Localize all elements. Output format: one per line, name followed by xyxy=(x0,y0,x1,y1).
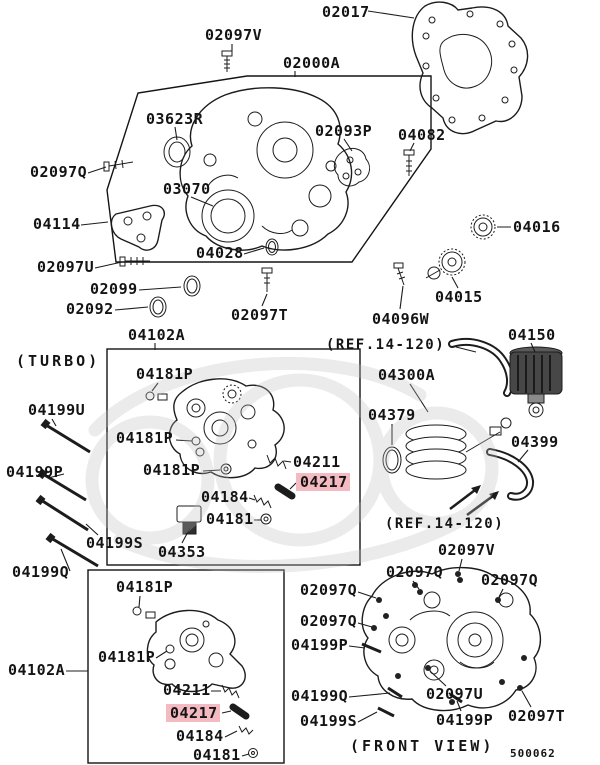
o-ring-02099 xyxy=(183,275,201,297)
o-ring-04028 xyxy=(265,238,279,256)
oil-cooler-assembly xyxy=(382,338,563,517)
part-label[interactable]: 02097V xyxy=(205,26,262,44)
part-label[interactable]: 03623R xyxy=(146,110,204,128)
part-label[interactable]: 04300A xyxy=(378,366,435,384)
gear-04016 xyxy=(470,214,496,240)
part-label[interactable]: 04181P xyxy=(143,461,200,479)
part-label[interactable]: 02097U xyxy=(426,685,483,703)
part-label[interactable]: 04015 xyxy=(435,288,483,306)
part-label[interactable]: 04016 xyxy=(513,218,561,236)
front-case-gasket xyxy=(411,1,529,135)
part-label[interactable]: 04181 xyxy=(206,510,254,528)
part-label[interactable]: 04184 xyxy=(176,727,224,745)
o-ring-02092 xyxy=(149,296,167,318)
watermark xyxy=(85,356,499,573)
bolt-04096w xyxy=(393,262,406,286)
part-label[interactable]: 04379 xyxy=(368,406,416,424)
part-label-highlighted[interactable]: 04217 xyxy=(170,704,218,722)
bolt-02097t xyxy=(261,267,273,292)
front-view-engine xyxy=(361,566,541,718)
sheet-number: 500062 xyxy=(510,747,556,760)
part-label[interactable]: 02097Q xyxy=(300,581,357,599)
part-label[interactable]: 04211 xyxy=(293,453,341,471)
bolt-02097v xyxy=(221,50,233,72)
part-label[interactable]: 04199Q xyxy=(291,687,348,705)
part-label[interactable]: 04399 xyxy=(511,433,559,451)
part-label[interactable]: 02097U xyxy=(37,258,94,276)
part-label[interactable]: 02097Q xyxy=(300,612,357,630)
turbo-caption: (TURBO) xyxy=(16,352,100,370)
front-view-caption: (FRONT VIEW) xyxy=(350,737,494,755)
bolt-04082 xyxy=(403,149,415,176)
part-label[interactable]: 02097V xyxy=(438,541,495,559)
part-label[interactable]: 04150 xyxy=(508,326,556,344)
part-label[interactable]: 02097Q xyxy=(386,563,443,581)
leader-lines xyxy=(47,10,536,757)
bottom-section-box xyxy=(87,569,285,764)
part-label[interactable]: 04082 xyxy=(398,126,446,144)
gear-shaft-04015 xyxy=(425,248,466,280)
part-label[interactable]: 04114 xyxy=(33,215,81,233)
part-label[interactable]: 04199S xyxy=(86,534,143,552)
part-label[interactable]: 02097T xyxy=(231,306,288,324)
turbo-section-box xyxy=(106,348,361,566)
oil-pump-bottom xyxy=(132,606,258,758)
part-label[interactable]: 04102A xyxy=(128,326,185,344)
part-label[interactable]: 02097Q xyxy=(481,571,538,589)
part-label-highlighted[interactable]: 04217 xyxy=(300,473,348,491)
main-assembly-outline xyxy=(106,75,432,263)
mounting-bolts-left xyxy=(35,418,99,568)
bolt-02097u xyxy=(119,256,150,267)
part-label[interactable]: 04211 xyxy=(163,681,211,699)
part-label[interactable]: 03070 xyxy=(163,180,211,198)
part-label[interactable]: 02000A xyxy=(283,54,340,72)
part-label[interactable]: 04096W xyxy=(372,310,430,328)
part-label[interactable]: 04199P xyxy=(291,636,348,654)
part-label[interactable]: 02097T xyxy=(508,707,565,725)
part-label[interactable]: 04181 xyxy=(193,746,241,764)
part-label[interactable]: 02099 xyxy=(90,280,138,298)
part-label[interactable]: 04184 xyxy=(201,488,249,506)
highlight-04217-turbo xyxy=(296,473,350,491)
part-label[interactable]: 04181P xyxy=(136,365,193,383)
ref-note-top: (REF.14-120) xyxy=(326,337,445,353)
part-label[interactable]: 02097Q xyxy=(30,163,87,181)
labels: 02017 02097V 02000A 03623R 02093P 04082 … xyxy=(6,3,565,764)
bracket-04114 xyxy=(110,204,166,251)
part-label[interactable]: 04181P xyxy=(116,429,173,447)
bolt-02097q-left xyxy=(103,159,134,172)
oil-pump-turbo xyxy=(145,378,296,535)
part-label[interactable]: 04181P xyxy=(98,648,155,666)
part-label[interactable]: 02017 xyxy=(322,3,370,21)
part-label[interactable]: 04199U xyxy=(28,401,85,419)
ref-note-bottom: (REF.14-120) xyxy=(385,516,504,532)
timing-case-cover xyxy=(179,87,353,251)
part-label[interactable]: 04028 xyxy=(196,244,244,262)
part-label[interactable]: 04199P xyxy=(436,711,493,729)
part-label[interactable]: 04199Q xyxy=(12,563,69,581)
part-label[interactable]: 02092 xyxy=(66,300,114,318)
part-label[interactable]: 04199P xyxy=(6,463,63,481)
part-label[interactable]: 04102A xyxy=(8,661,65,679)
pump-gasket-02093p xyxy=(333,148,370,187)
highlight-04217-bottom xyxy=(166,704,220,722)
part-label[interactable]: 02093P xyxy=(315,122,372,140)
part-label[interactable]: 04181P xyxy=(116,578,173,596)
part-label[interactable]: 04199S xyxy=(300,712,357,730)
part-label[interactable]: 04353 xyxy=(158,543,206,561)
